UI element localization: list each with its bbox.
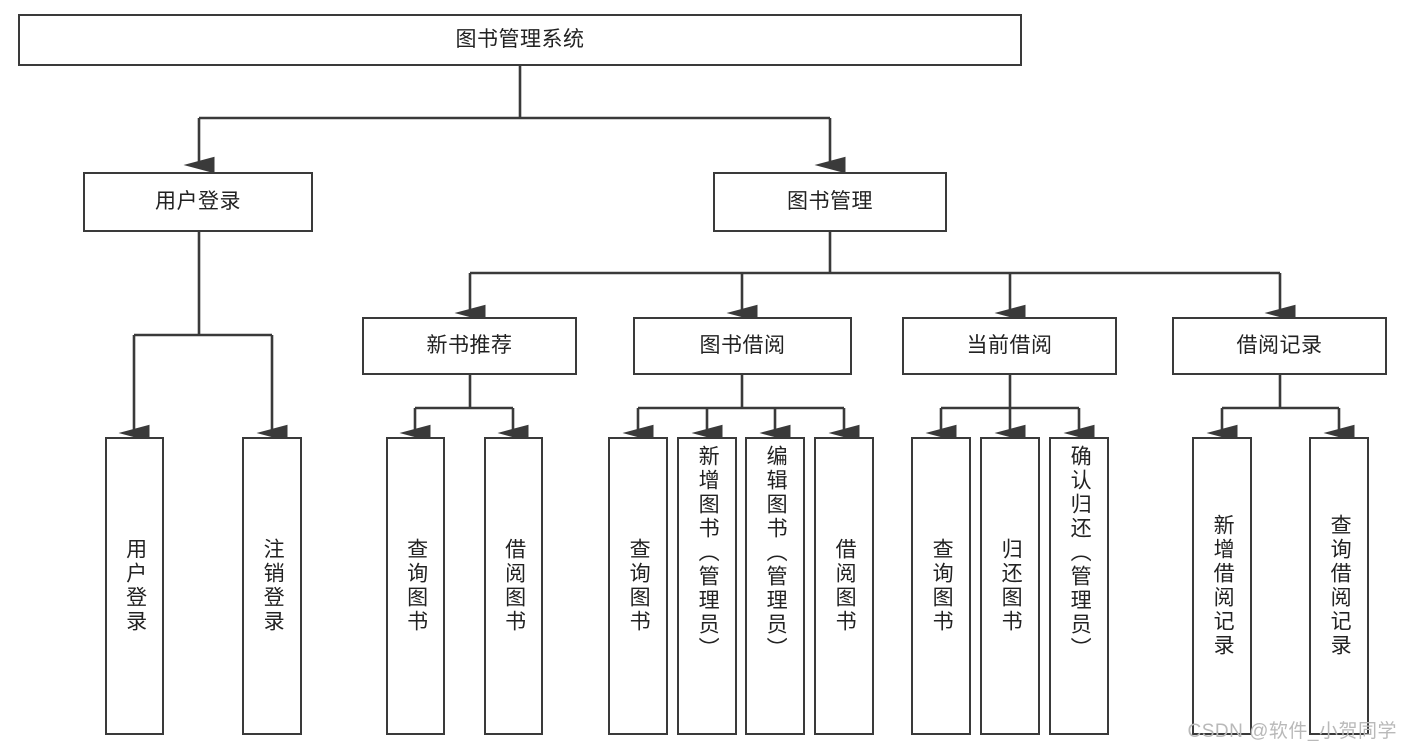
node-leaf-query-book-borrow[interactable]: 查询图书 <box>608 437 668 735</box>
node-label: 借阅记录 <box>1236 334 1323 358</box>
node-label: 查询图书 <box>627 538 651 634</box>
node-label: 当前借阅 <box>966 334 1053 358</box>
node-label: 图书管理 <box>787 190 873 214</box>
node-current-borrow[interactable]: 当前借阅 <box>902 317 1117 375</box>
node-borrow-record[interactable]: 借阅记录 <box>1172 317 1387 375</box>
node-label: 确认归还（管理员） <box>1068 445 1092 661</box>
node-label: 编辑图书（管理员） <box>764 445 788 661</box>
node-label: 借阅图书 <box>502 538 526 634</box>
node-new-book-recommend[interactable]: 新书推荐 <box>362 317 577 375</box>
node-label: 用户登录 <box>123 538 147 634</box>
node-user-login[interactable]: 用户登录 <box>83 172 313 232</box>
node-label: 新书推荐 <box>426 334 513 358</box>
node-label: 查询图书 <box>930 538 954 634</box>
node-label: 图书管理系统 <box>455 28 585 52</box>
node-label: 查询借阅记录 <box>1328 514 1352 658</box>
node-label: 注销登录 <box>261 538 285 634</box>
csdn-watermark: CSDN @软件_小贺同学 <box>1187 721 1397 742</box>
node-root-book-management-system[interactable]: 图书管理系统 <box>18 14 1022 66</box>
node-leaf-query-borrow-record[interactable]: 查询借阅记录 <box>1309 437 1369 735</box>
node-leaf-query-book-current[interactable]: 查询图书 <box>911 437 971 735</box>
node-leaf-edit-book-admin[interactable]: 编辑图书（管理员） <box>745 437 805 735</box>
node-leaf-user-login[interactable]: 用户登录 <box>105 437 164 735</box>
node-label: 借阅图书 <box>833 538 857 634</box>
node-leaf-add-borrow-record[interactable]: 新增借阅记录 <box>1192 437 1252 735</box>
node-book-borrow[interactable]: 图书借阅 <box>633 317 852 375</box>
node-label: 查询图书 <box>404 538 428 634</box>
node-book-management[interactable]: 图书管理 <box>713 172 947 232</box>
node-label: 用户登录 <box>155 190 241 214</box>
node-label: 归还图书 <box>999 538 1023 634</box>
node-label: 新增借阅记录 <box>1211 514 1235 658</box>
node-leaf-return-book[interactable]: 归还图书 <box>980 437 1040 735</box>
node-leaf-borrow-book-recommend[interactable]: 借阅图书 <box>484 437 543 735</box>
node-label: 图书借阅 <box>699 334 786 358</box>
node-leaf-user-logout[interactable]: 注销登录 <box>242 437 302 735</box>
node-leaf-query-book-recommend[interactable]: 查询图书 <box>386 437 445 735</box>
node-leaf-confirm-return-admin[interactable]: 确认归还（管理员） <box>1049 437 1109 735</box>
node-label: 新增图书（管理员） <box>696 445 720 661</box>
node-leaf-borrow-book[interactable]: 借阅图书 <box>814 437 874 735</box>
node-leaf-add-book-admin[interactable]: 新增图书（管理员） <box>677 437 737 735</box>
